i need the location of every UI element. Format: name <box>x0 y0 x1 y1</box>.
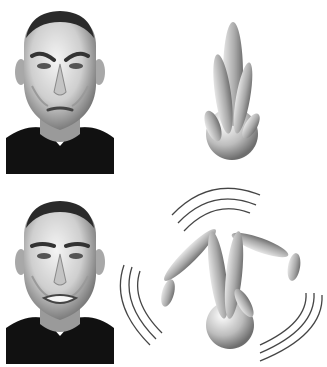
glyph-figure-top <box>185 6 285 166</box>
face-image-bottom <box>6 196 114 364</box>
glyph-figure-bottom <box>110 175 327 365</box>
face-image-top <box>6 6 114 174</box>
